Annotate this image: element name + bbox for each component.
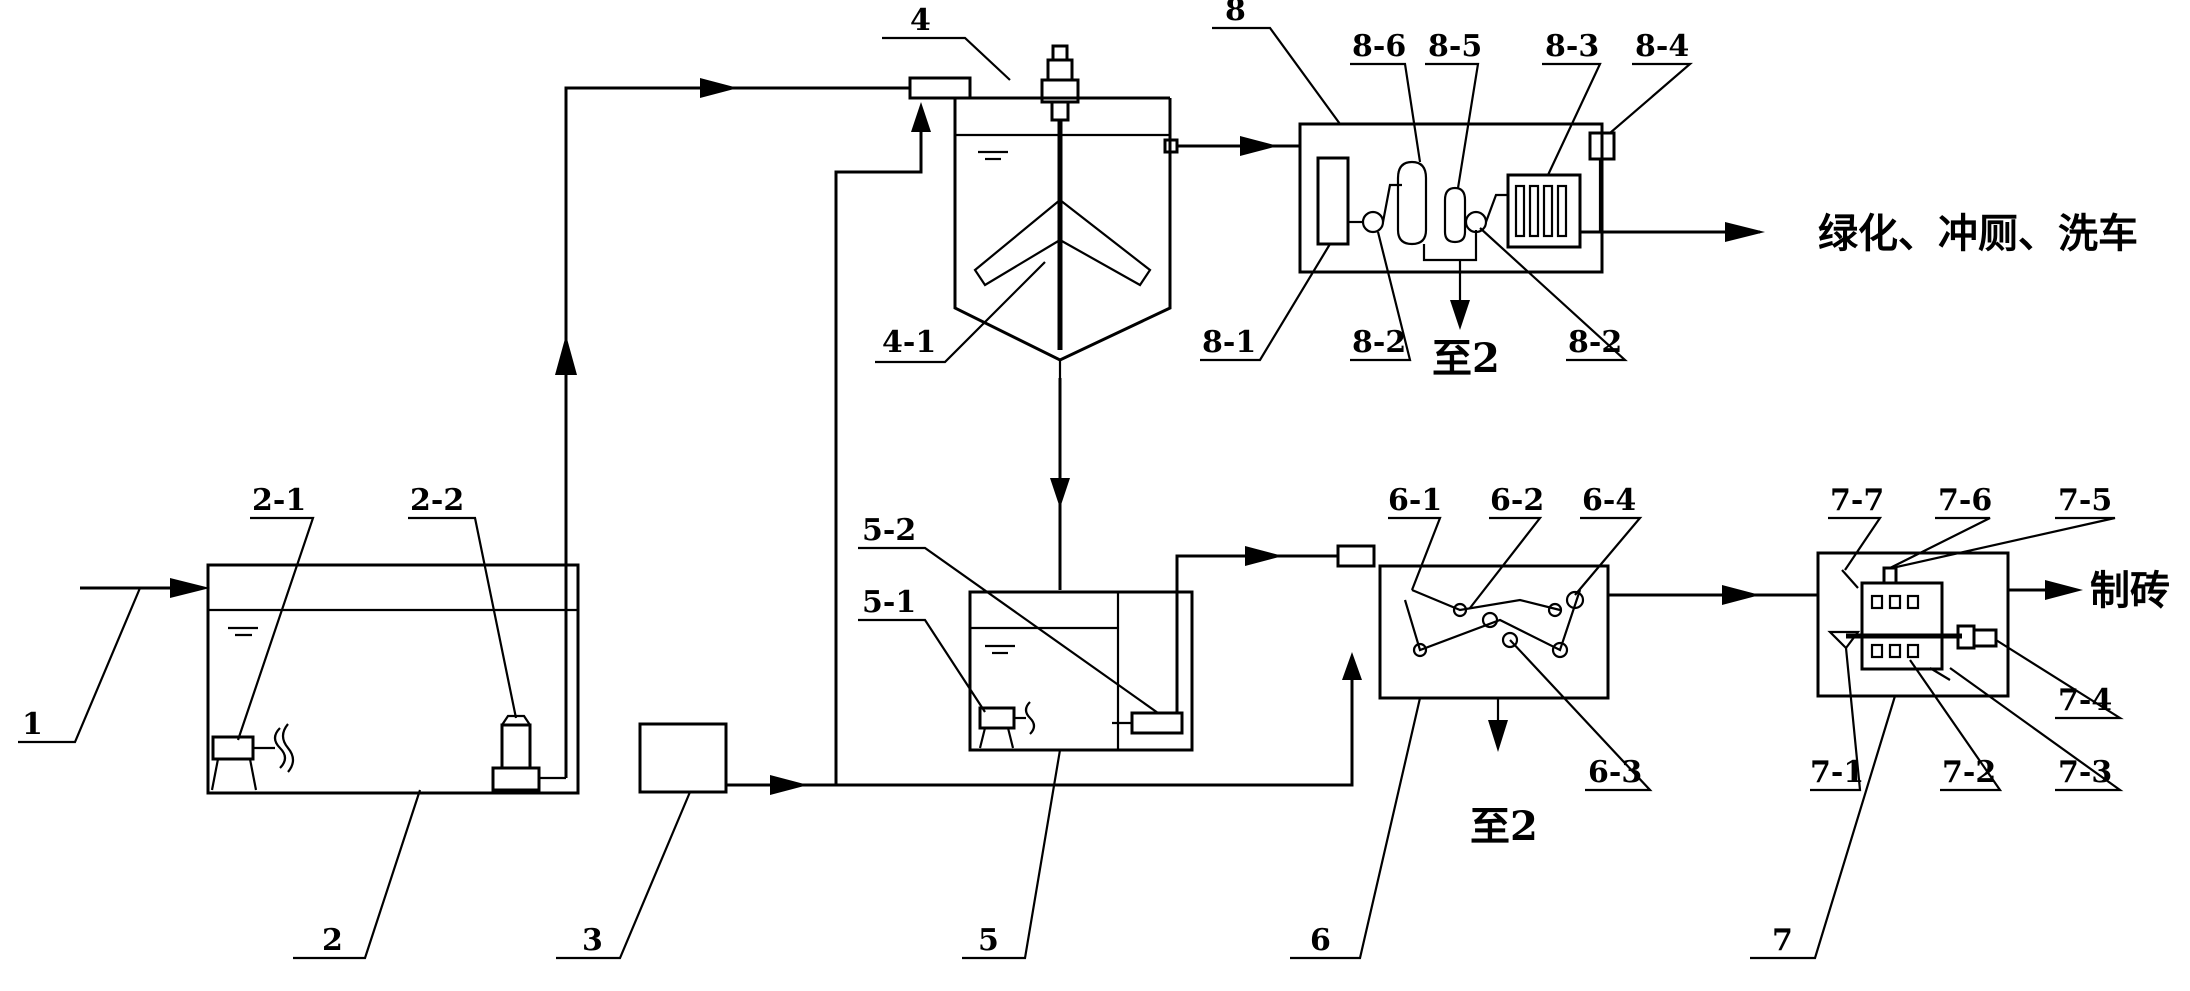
label-8-1: 8-1 [1202,325,1256,360]
label-7-5: 7-5 [2058,483,2112,518]
reactor-tank [908,76,1179,378]
label-1: 1 [22,707,43,742]
stirrer-4-1 [973,44,1152,350]
label-8: 8 [1225,0,1246,28]
label-7-7: 7-7 [1830,483,1884,518]
label-6-1: 6-1 [1388,483,1442,518]
pipe-4-to-8 [1177,136,1300,156]
label-6-4: 6-4 [1582,483,1636,518]
pump-2-2 [491,714,566,792]
brick-making-unit [1816,551,2010,698]
label-2: 2 [322,923,343,958]
pipe-5-to-6 [1175,544,1376,713]
label-8-2-left: 8-2 [1352,325,1406,360]
label-5-2: 5-2 [862,513,916,548]
sludge-tank [968,590,1194,752]
label-5-1: 5-1 [862,585,916,620]
label-8-4: 8-4 [1635,29,1689,64]
label-6-2: 6-2 [1490,483,1544,518]
label-6-3: 6-3 [1588,755,1642,790]
label-4-1: 4-1 [882,325,936,360]
return-to-2-top: 至2 [1432,335,1500,382]
label-8-6: 8-6 [1352,29,1406,64]
dewatering-unit [1378,564,1610,752]
pipe-2-to-4 [555,78,910,778]
pipe-7-out [2008,580,2083,600]
return-to-2-bottom: 至2 [1470,803,1538,850]
collection-tank [206,563,580,795]
label-6: 6 [1310,923,1331,958]
pipe-4-to-5 [1050,378,1070,590]
pipe-8-out [1580,222,1765,242]
inlet-pipe [80,578,210,598]
label-8-3: 8-3 [1545,29,1599,64]
mixer-5-1 [978,701,1036,749]
leader-lines [18,26,2124,960]
water-reuse-unit [1298,122,1616,330]
label-2-1: 2-1 [252,483,306,518]
label-7-6: 7-6 [1938,483,1992,518]
label-2-2: 2-2 [410,483,464,518]
label-7: 7 [1772,923,1793,958]
pipe-6-to-7 [1608,585,1818,605]
label-7-3: 7-3 [2058,755,2112,790]
pipe-3-distribution [726,102,1362,795]
label-7-1: 7-1 [1810,755,1864,790]
label-5: 5 [978,923,999,958]
mixer-2-1 [210,723,295,791]
dosing-tank [638,722,728,794]
label-8-5: 8-5 [1428,29,1482,64]
label-3: 3 [582,923,603,958]
output-reuse: 绿化、冲厕、洗车 [1818,210,2138,257]
label-7-4: 7-4 [2058,683,2112,718]
label-4: 4 [910,3,931,38]
label-8-2-right: 8-2 [1568,325,1622,360]
output-bricks: 制砖 [2090,567,2170,614]
pump-5-2 [1112,711,1184,735]
label-7-2: 7-2 [1942,755,1996,790]
